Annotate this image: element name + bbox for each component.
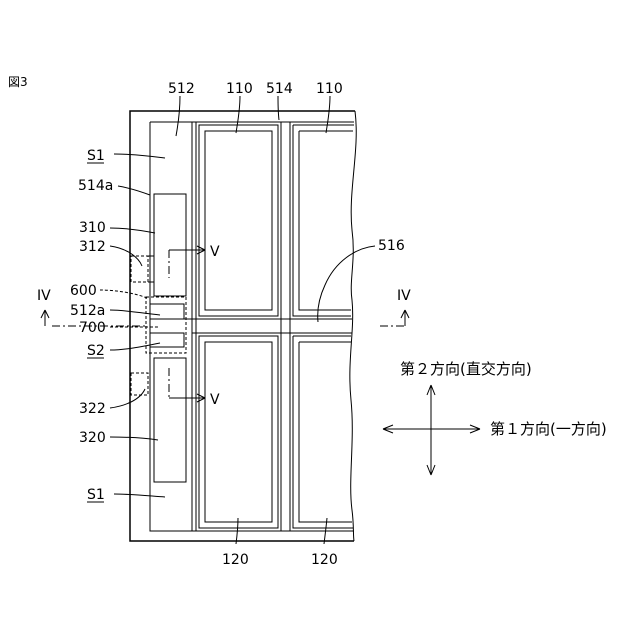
label-first-direction: 第１方向(一方向) <box>490 420 607 438</box>
component-320 <box>154 358 186 482</box>
label-516: 516 <box>378 238 405 254</box>
label-s1-top: S1 <box>87 148 105 164</box>
terminal-312 <box>131 256 154 282</box>
section-marker-iv-right <box>380 310 409 326</box>
label-v-bottom: V <box>210 392 220 408</box>
component-310 <box>154 194 186 296</box>
terminal-322 <box>131 373 148 395</box>
label-110-right: 110 <box>316 81 343 97</box>
label-310: 310 <box>79 220 106 236</box>
label-iv-left: IV <box>37 288 51 304</box>
label-512: 512 <box>168 81 195 97</box>
label-312: 312 <box>79 239 106 255</box>
label-320: 320 <box>79 430 106 446</box>
cell-110-left <box>199 125 278 316</box>
label-s1-bottom: S1 <box>87 487 105 503</box>
label-110-left: 110 <box>226 81 253 97</box>
direction-arrows <box>383 385 480 475</box>
label-700: 700 <box>79 320 106 336</box>
label-120-right: 120 <box>311 552 338 568</box>
label-second-direction: 第２方向(直交方向) <box>400 360 532 378</box>
label-514a: 514a <box>78 178 113 194</box>
label-iv-right: IV <box>397 288 411 304</box>
cell-120-right <box>293 336 353 528</box>
label-514: 514 <box>266 81 293 97</box>
label-512a: 512a <box>70 303 105 319</box>
figure-title: 図3 <box>8 75 28 89</box>
leader-lines <box>100 96 375 544</box>
label-120-left: 120 <box>222 552 249 568</box>
cell-120-left <box>199 336 278 528</box>
label-v-top: V <box>210 244 220 260</box>
label-s2: S2 <box>87 343 105 359</box>
outer-frame <box>130 111 356 541</box>
section-marker-v-top <box>169 246 205 278</box>
label-322: 322 <box>79 401 106 417</box>
label-600: 600 <box>70 283 97 299</box>
rib-separators <box>150 122 352 531</box>
section-marker-v-bottom <box>169 368 205 402</box>
